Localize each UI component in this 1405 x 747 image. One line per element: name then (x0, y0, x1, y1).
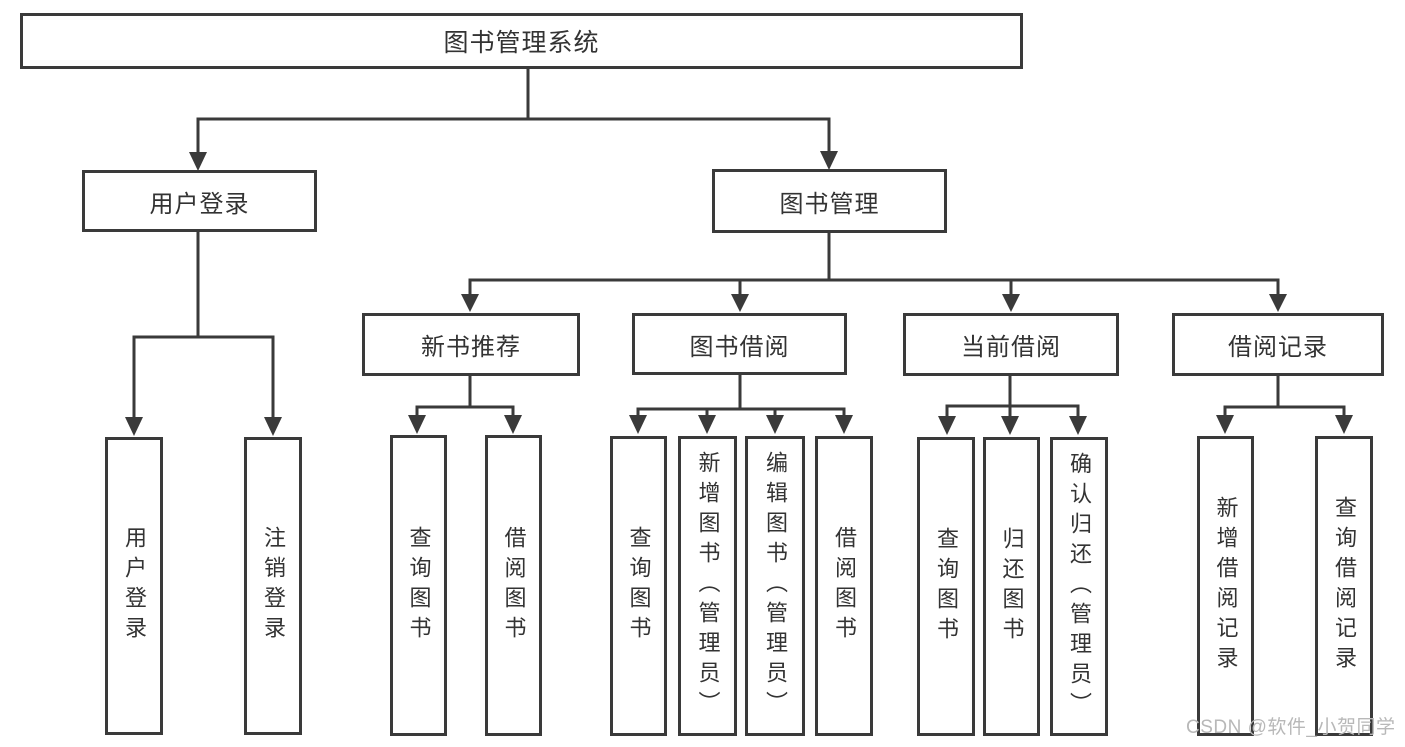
node-label: 查询图书 (934, 526, 959, 647)
node-label: 查询图书 (626, 526, 652, 646)
node-label: 借阅记录 (1228, 334, 1328, 361)
node-book-management: 图书管理 (712, 169, 947, 233)
node-label: 用户登录 (122, 526, 147, 646)
leaf-add-book-admin: 新增图书（管理员） (678, 436, 737, 736)
leaf-return-book: 归还图书 (983, 437, 1040, 736)
leaf-borrow-books: 借阅图书 (815, 436, 873, 736)
node-new-book-recommend: 新书推荐 (362, 313, 580, 376)
node-label: 查询图书 (406, 525, 432, 646)
node-label: 用户登录 (149, 190, 250, 218)
leaf-borrow-books-recommend: 借阅图书 (485, 435, 542, 736)
node-label: 当前借阅 (961, 334, 1061, 361)
node-label: 新增借阅记录 (1213, 496, 1239, 676)
node-borrow-records: 借阅记录 (1172, 313, 1384, 376)
leaf-edit-book-admin: 编辑图书（管理员） (745, 436, 805, 736)
node-label: 借阅图书 (832, 526, 857, 646)
node-label: 新书推荐 (421, 334, 521, 361)
node-label: 借阅图书 (501, 525, 527, 646)
leaf-user-login: 用户登录 (105, 437, 163, 735)
node-user-login: 用户登录 (82, 170, 317, 232)
node-label: 图书借阅 (689, 333, 790, 361)
leaf-query-books-current: 查询图书 (917, 437, 975, 736)
node-book-borrow: 图书借阅 (632, 313, 847, 375)
leaf-query-borrow-record: 查询借阅记录 (1315, 436, 1373, 736)
leaf-query-books-recommend: 查询图书 (390, 435, 447, 736)
leaf-query-books-borrow: 查询图书 (610, 436, 667, 736)
csdn-watermark: CSDN @软件_小贺同学 (1186, 717, 1396, 738)
node-label: 图书管理系统 (443, 29, 600, 57)
leaf-logout: 注销登录 (244, 437, 302, 735)
node-library-management-system: 图书管理系统 (20, 13, 1023, 69)
node-label: 确认归还（管理员） (1067, 451, 1092, 722)
leaf-confirm-return-admin: 确认归还（管理员） (1050, 437, 1108, 736)
node-label: 归还图书 (999, 526, 1025, 647)
node-label: 查询借阅记录 (1332, 496, 1357, 676)
node-label: 图书管理 (779, 190, 880, 218)
node-label: 新增图书（管理员） (695, 451, 721, 721)
leaf-add-borrow-record: 新增借阅记录 (1197, 436, 1254, 736)
node-current-borrow: 当前借阅 (903, 313, 1119, 376)
node-label: 注销登录 (261, 526, 286, 646)
node-label: 编辑图书（管理员） (763, 451, 788, 721)
